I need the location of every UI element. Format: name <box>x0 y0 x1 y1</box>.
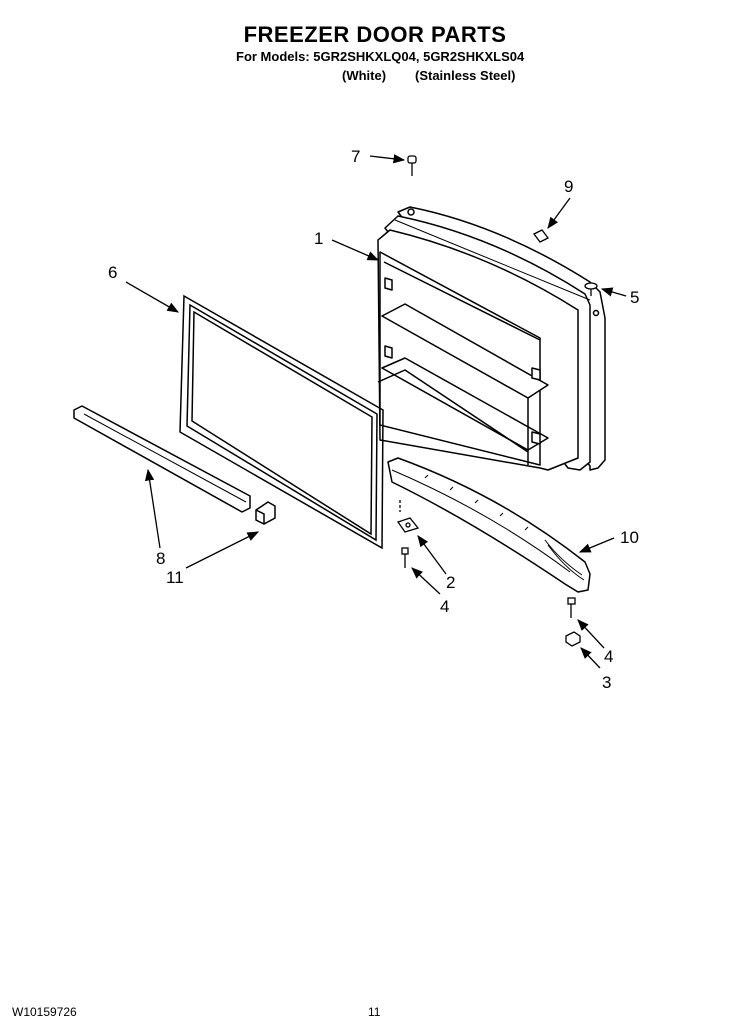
callout-4-right: 4 <box>604 647 613 666</box>
variant-stainless: (Stainless Steel) <box>415 68 516 83</box>
callout-8: 8 <box>156 549 165 568</box>
callout-1: 1 <box>314 229 323 248</box>
end-cap-part <box>255 501 276 525</box>
handle-trim-part <box>73 405 251 513</box>
top-screw-part <box>407 155 417 176</box>
callout-10: 10 <box>620 528 639 547</box>
callout-3: 3 <box>602 673 611 692</box>
callout-11: 11 <box>166 568 184 587</box>
leader-lines <box>125 154 627 669</box>
callout-5: 5 <box>630 288 639 307</box>
nut-part <box>565 631 581 647</box>
door-liner-part <box>377 206 606 471</box>
callout-2: 2 <box>446 573 455 592</box>
page-title: FREEZER DOOR PARTS <box>243 22 507 47</box>
callout-9: 9 <box>564 177 573 196</box>
hinge-bracket-part <box>387 457 591 593</box>
door-gasket-part <box>179 294 384 550</box>
label-part <box>533 229 549 243</box>
page-number: 11 <box>368 1005 381 1019</box>
plug-part <box>584 282 598 296</box>
models-line: For Models: 5GR2SHKXLQ04, 5GR2SHKXLS04 <box>236 49 525 64</box>
hinge-plate-part <box>396 500 420 533</box>
callout-6: 6 <box>108 263 117 282</box>
document-number: W10159726 <box>12 1005 77 1019</box>
callout-7: 7 <box>351 147 360 166</box>
screw-left-part <box>401 547 409 568</box>
screw-right-part <box>567 597 576 618</box>
variant-white: (White) <box>342 68 387 83</box>
callout-4-left: 4 <box>440 597 449 616</box>
